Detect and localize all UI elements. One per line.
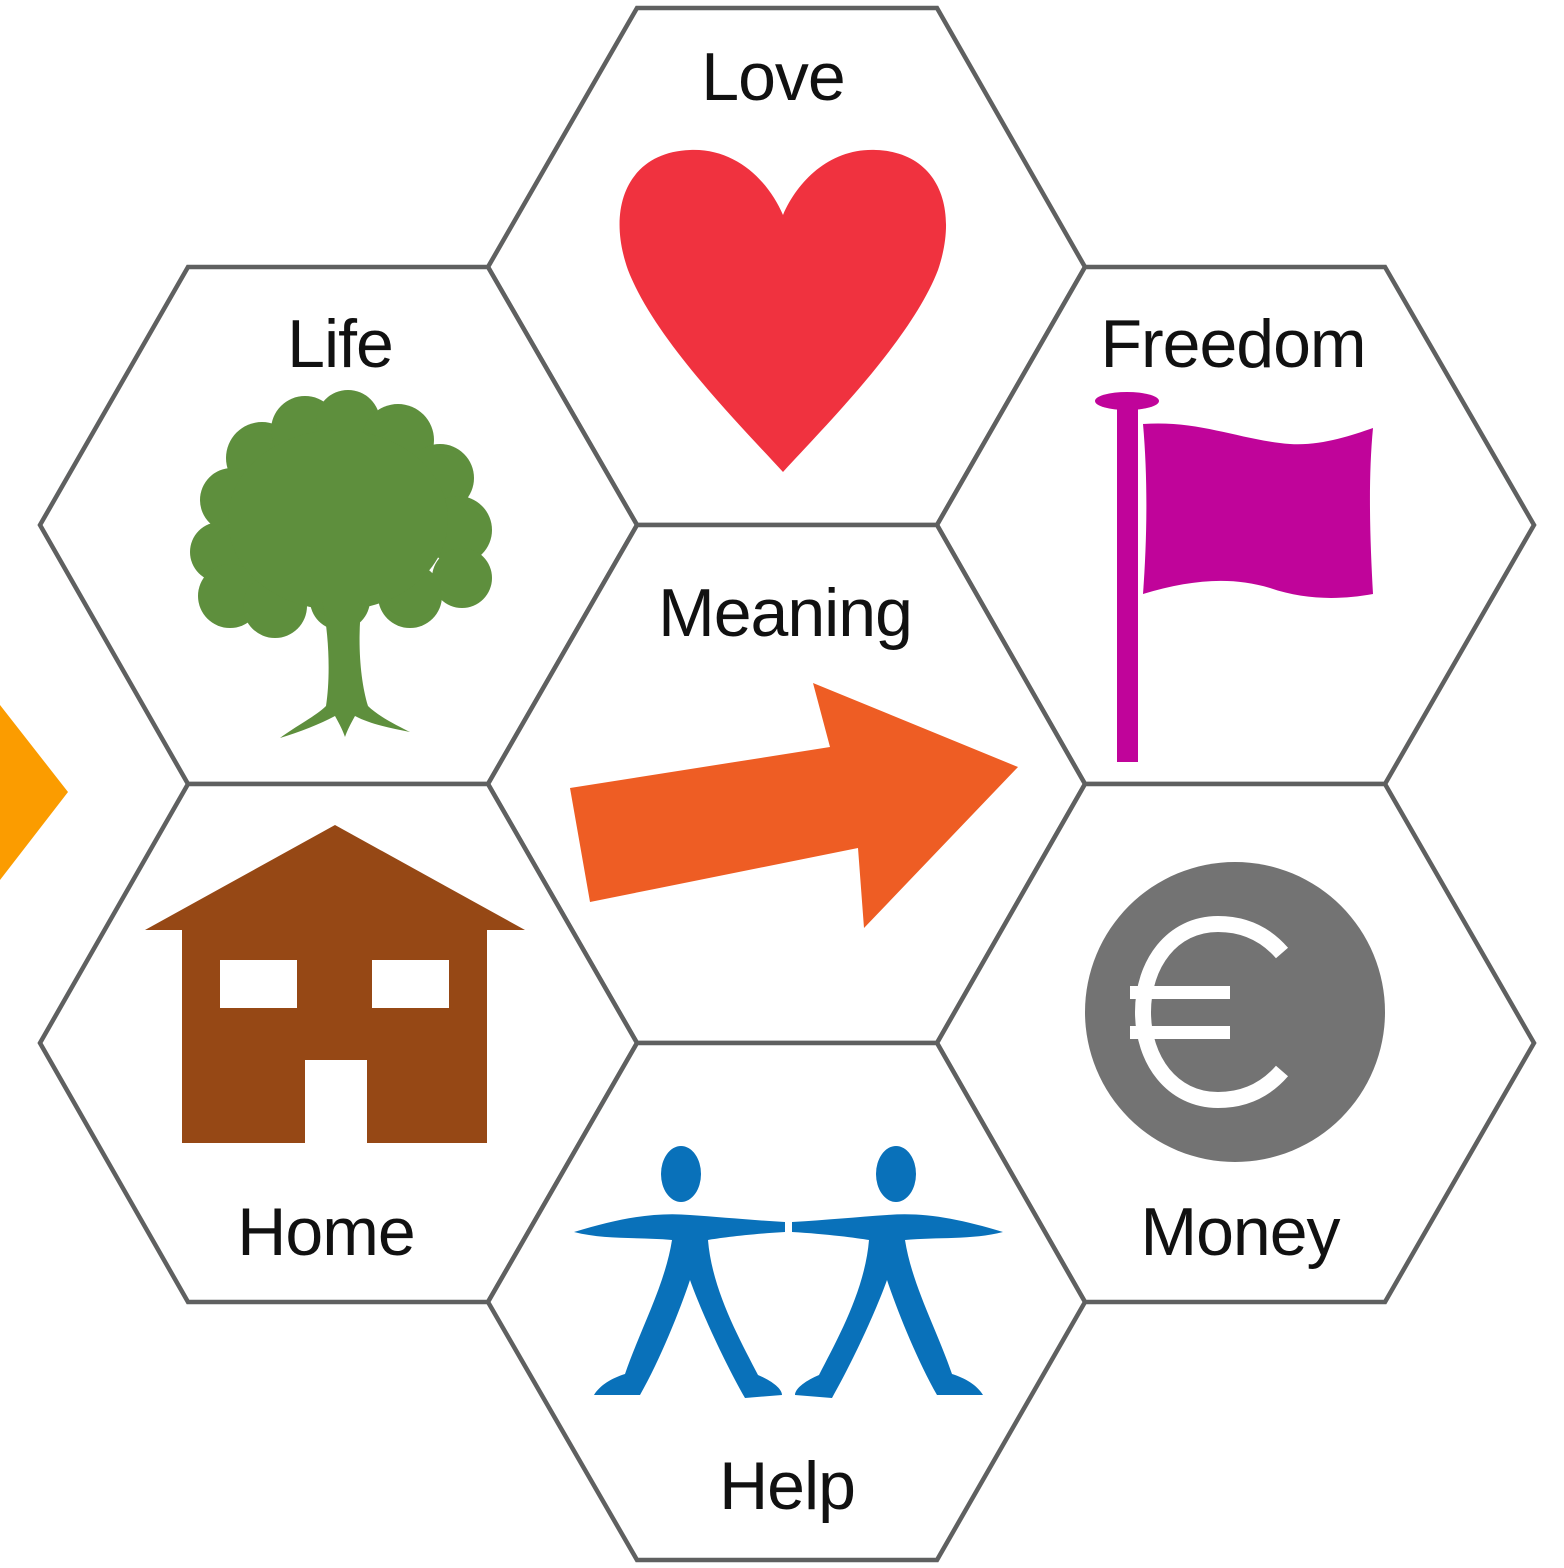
arrow-right-icon — [570, 683, 1018, 928]
euro-coin-icon — [1085, 862, 1385, 1162]
hex-help — [485, 1040, 1088, 1563]
heart-icon — [619, 149, 947, 472]
money-label: Money — [1140, 1194, 1340, 1270]
help-label: Help — [719, 1448, 855, 1524]
tree-icon — [190, 390, 492, 738]
love-label: Love — [701, 39, 844, 115]
meaning-label: Meaning — [658, 575, 912, 651]
flag-icon — [1095, 392, 1373, 762]
home-label: Home — [237, 1194, 414, 1270]
life-label: Life — [287, 306, 393, 382]
left-arrow-shape — [0, 705, 68, 880]
people-holding-hands-icon — [574, 1146, 1003, 1398]
freedom-label: Freedom — [1100, 306, 1365, 382]
house-icon — [145, 825, 525, 1144]
